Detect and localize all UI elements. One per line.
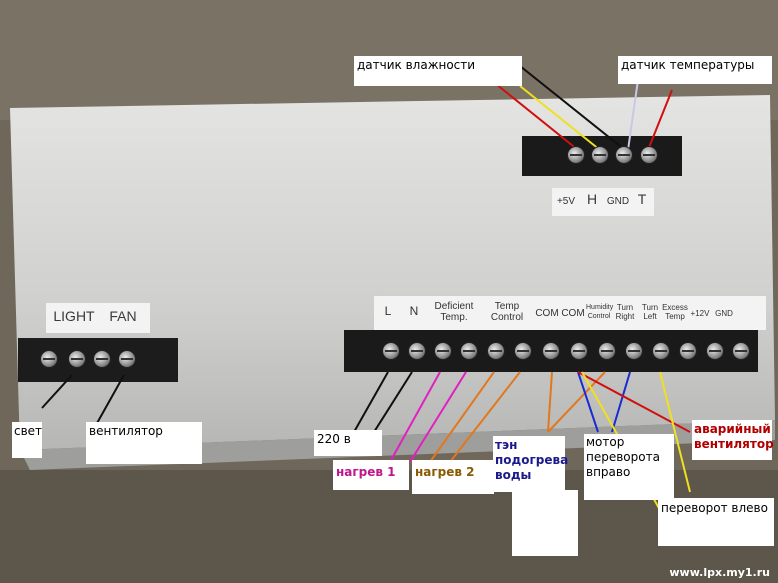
screw-icon	[591, 146, 609, 164]
screw-icon	[625, 342, 643, 360]
screw-icon	[570, 342, 588, 360]
turn-left-label: переворот влево	[658, 498, 774, 546]
terminal-label: Deficient Temp.	[434, 301, 474, 323]
heater1-label: нагрев 1	[333, 460, 409, 490]
terminal-label: FAN	[109, 308, 137, 324]
terminal-label: L	[384, 304, 392, 318]
terminal-label: Turn Right	[615, 303, 635, 321]
screw-icon	[514, 342, 532, 360]
screw-icon	[542, 342, 560, 360]
screw-icon	[118, 350, 136, 368]
light-label: свет	[12, 422, 42, 458]
terminal-label: N	[409, 304, 419, 318]
screw-icon	[382, 342, 400, 360]
temperature-sensor-label: датчик температуры	[618, 56, 772, 84]
screw-icon	[68, 350, 86, 368]
motor-right-label: мотор переворота вправо	[584, 434, 674, 500]
water-heater-label: тэн подогрева воды	[493, 436, 568, 492]
humidity-sensor-label: датчик влажности	[354, 56, 522, 86]
watermark: www.lpx.my1.ru	[669, 566, 770, 579]
mains-label: 220 в	[314, 430, 382, 456]
screw-icon	[598, 342, 616, 360]
screw-icon	[706, 342, 724, 360]
terminal-label: Turn Left	[641, 303, 659, 321]
screw-icon	[567, 146, 585, 164]
terminal-label: Humidity Control	[586, 304, 614, 320]
screw-icon	[460, 342, 478, 360]
screw-icon	[732, 342, 750, 360]
terminal-label: T	[637, 191, 647, 207]
terminal-label: +5V	[556, 196, 576, 207]
terminal-label: H	[586, 191, 598, 207]
heater2-label: нагрев 2	[412, 460, 494, 494]
emergency-fan-label: аварийный вентилятор	[692, 420, 774, 460]
terminal-label: GND	[606, 196, 630, 207]
terminal-label: COM	[535, 308, 559, 319]
screw-icon	[434, 342, 452, 360]
blank-note	[512, 490, 578, 556]
screw-icon	[408, 342, 426, 360]
screw-icon	[679, 342, 697, 360]
terminal-label: Excess Temp	[662, 303, 688, 321]
screw-icon	[640, 146, 658, 164]
terminal-label: +12V	[690, 309, 710, 318]
screw-icon	[40, 350, 58, 368]
fan-label: вентилятор	[86, 422, 202, 464]
wires	[41, 65, 691, 511]
terminal-label: LIGHT	[53, 308, 95, 324]
screw-icon	[93, 350, 111, 368]
terminal-label: Temp Control	[490, 301, 524, 323]
terminal-label: COM	[561, 308, 585, 319]
terminal-label: GND	[715, 309, 733, 318]
screw-icon	[652, 342, 670, 360]
screw-icon	[487, 342, 505, 360]
screw-icon	[615, 146, 633, 164]
